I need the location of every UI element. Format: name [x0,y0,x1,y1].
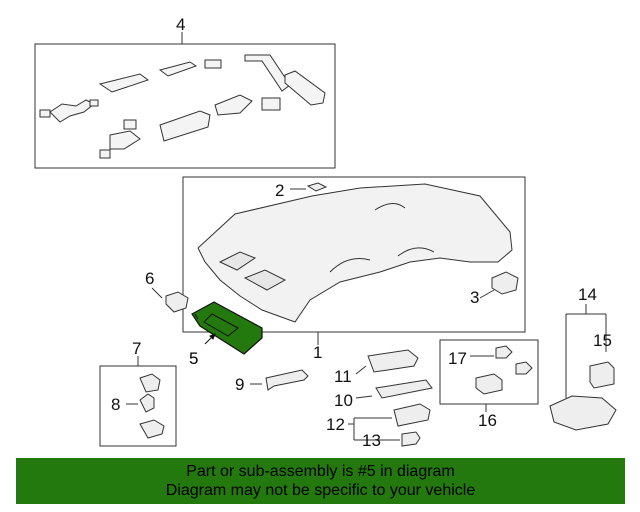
callout-4: 4 [176,15,185,34]
callout-13: 13 [362,431,381,450]
callout-12: 12 [326,415,345,434]
group-4-box [34,32,336,169]
part-9 [250,369,309,391]
callout-5: 5 [189,349,198,368]
callout-6: 6 [145,269,154,288]
callout-3: 3 [470,288,479,307]
callout-10: 10 [334,391,353,410]
callout-1: 1 [313,343,322,362]
callout-2: 2 [275,181,284,200]
callout-11: 11 [334,367,352,386]
group-14-bracket [549,304,617,431]
callout-17: 17 [448,349,467,368]
group-1-box [182,176,526,345]
group-16-box [439,339,539,412]
group-7-box [99,356,177,447]
callout-8: 8 [111,395,120,414]
callout-9: 9 [235,375,244,394]
part-5-sun-visor [191,301,263,355]
info-banner: Part or sub-assembly is #5 in diagram Di… [16,458,625,504]
part-10 [355,379,433,399]
callout-14: 14 [578,285,597,304]
banner-line-2: Diagram may not be specific to your vehi… [165,482,476,499]
callout-7: 7 [132,339,141,358]
part-6 [151,287,189,313]
banner-line-1: Part or sub-assembly is #5 in diagram [186,463,455,480]
callout-15: 15 [593,331,612,350]
part-11 [355,349,419,375]
part-12-13 [348,403,431,447]
callout-16: 16 [478,411,497,430]
